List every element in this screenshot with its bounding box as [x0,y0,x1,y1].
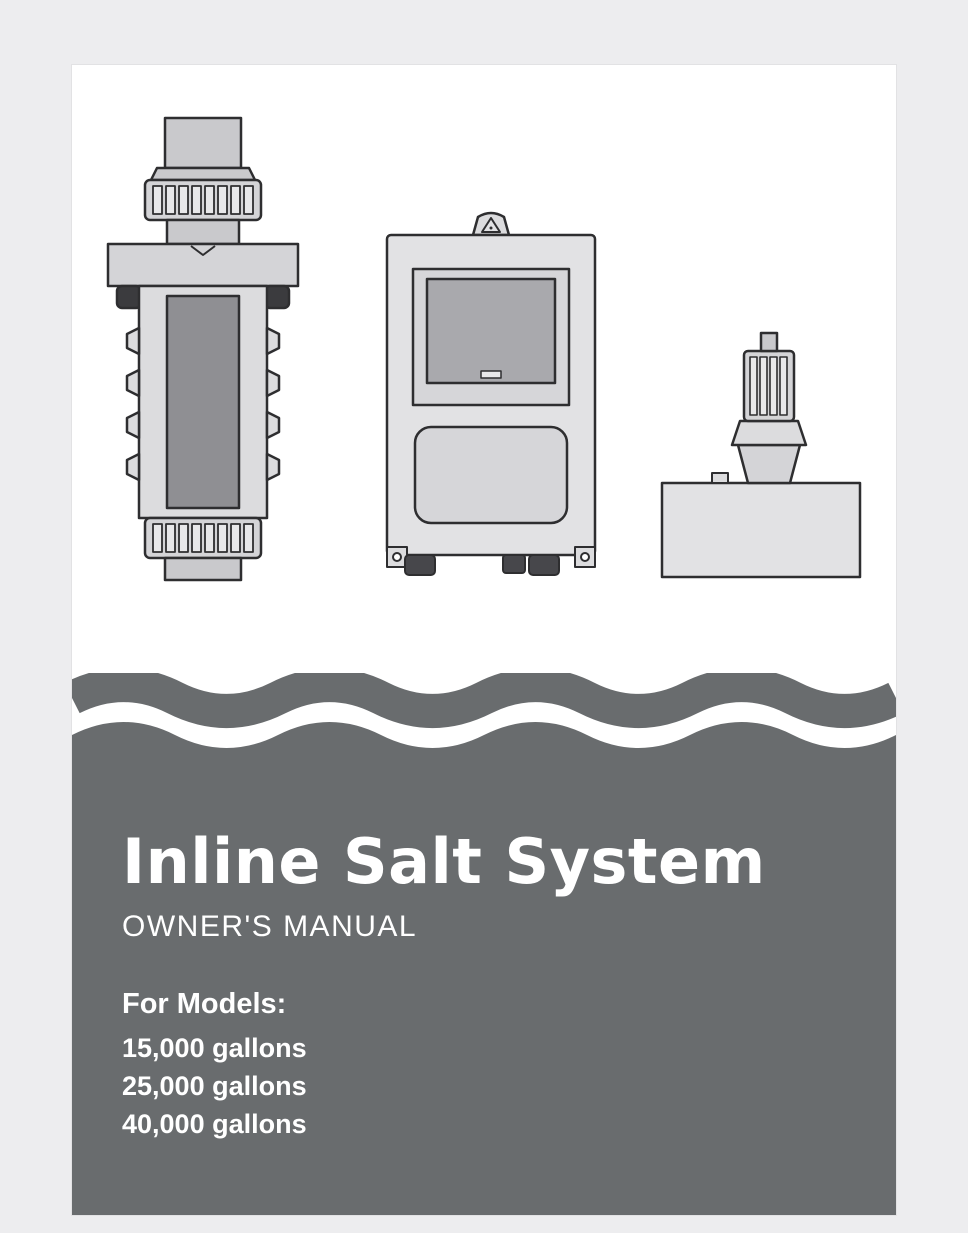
product-illustrations [72,116,896,661]
salt-cell-illustration [106,116,300,582]
models-list: 15,000 gallons 25,000 gallons 40,000 gal… [122,1029,896,1143]
page-subtitle: OWNER'S MANUAL [122,910,418,944]
sensor-fitting-illustration [660,331,862,579]
cover-band: Inline Salt System OWNER'S MANUAL For Mo… [72,787,896,1215]
control-box-illustration [385,211,597,576]
wave-graphic [72,673,896,789]
cover-text-block: Inline Salt System OWNER'S MANUAL For Mo… [72,787,896,1143]
model-item: 40,000 gallons [122,1109,307,1140]
page-title: Inline Salt System [122,825,766,898]
warning-triangle-icon [481,217,501,233]
manual-cover-page: Inline Salt System OWNER'S MANUAL For Mo… [71,64,897,1216]
models-heading: For Models: [122,988,287,1021]
wave-band-top [72,722,896,789]
model-item: 25,000 gallons [122,1071,307,1102]
model-item: 15,000 gallons [122,1033,307,1064]
wave-stripe [72,673,896,728]
